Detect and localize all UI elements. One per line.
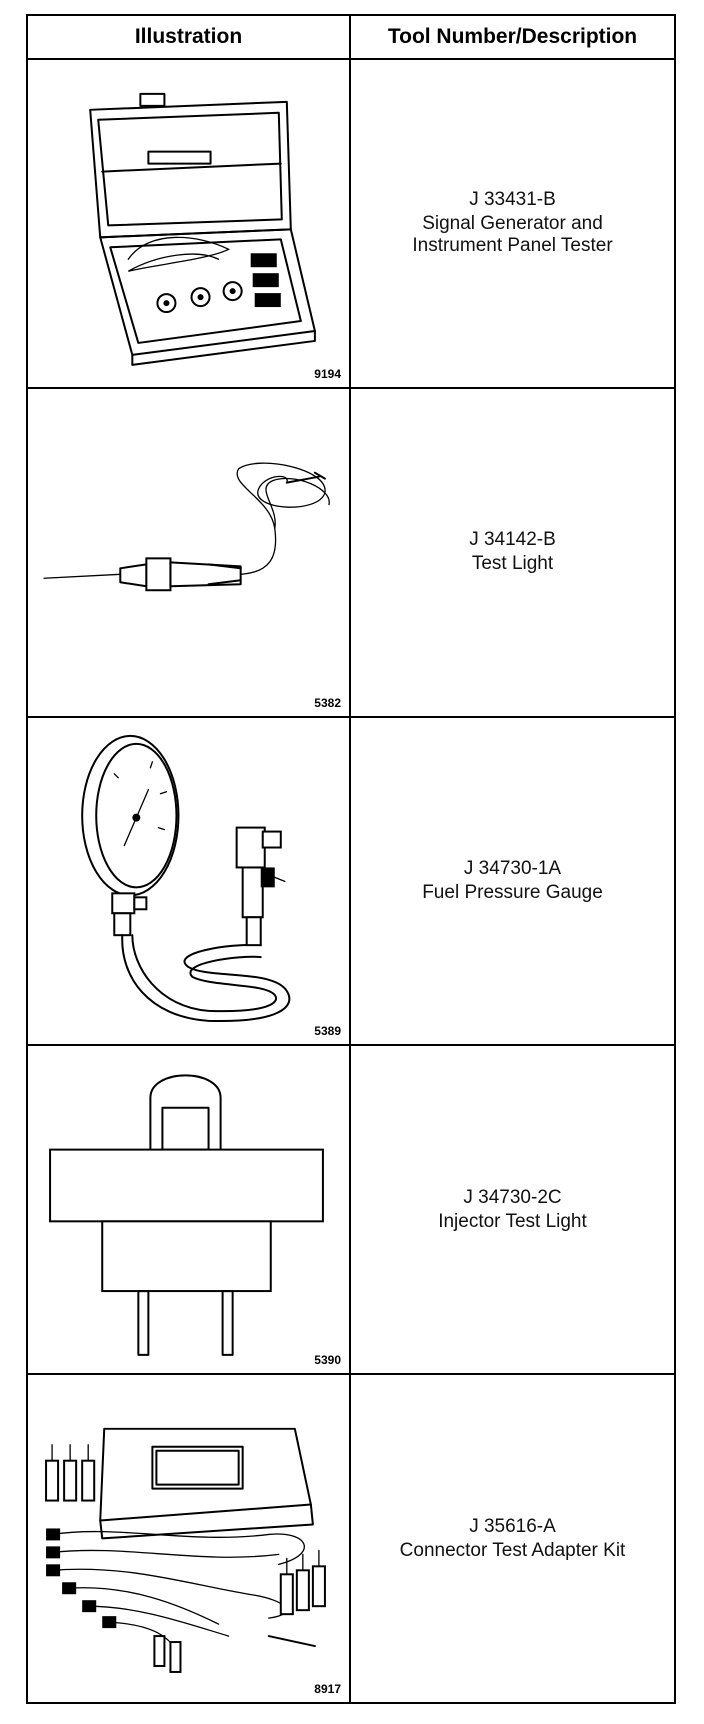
table-row: 8917 J 35616-A Connector Test Adapter Ki…	[26, 1373, 676, 1704]
tool-description: Test Light	[471, 553, 554, 575]
tool-number: J 34730-1A	[463, 858, 562, 879]
table-row: 5382 J 34142-B Test Light	[26, 386, 676, 718]
connector-test-adapter-kit-illustration	[45, 1427, 326, 1674]
table-row: 5390 J 34730-2C Injector Test Light	[26, 1044, 676, 1376]
test-light-illustration	[43, 462, 330, 592]
figure-number: 5389	[314, 1024, 341, 1039]
fuel-pressure-gauge-illustration	[81, 734, 291, 1022]
tool-table: Illustration Tool Number/Description	[26, 13, 676, 1704]
injector-test-light-illustration	[49, 1074, 324, 1357]
illustration-cell: 5390	[26, 1044, 351, 1376]
tool-description: Signal Generator and Instrument Panel Te…	[412, 213, 613, 257]
tool-column-header: Tool Number/Description	[349, 13, 676, 61]
tool-number: J 33431-B	[469, 189, 556, 211]
tool-description-cell: J 35616-A Connector Test Adapter Kit	[349, 1373, 676, 1704]
tool-description-cell: J 34730-1A Fuel Pressure Gauge	[349, 715, 676, 1047]
table-header-row: Illustration Tool Number/Description	[26, 13, 676, 61]
tool-description-cell: J 33431-B Signal Generator and Instrumen…	[349, 58, 676, 389]
table-row: 9194 J 33431-B Signal Generator and Inst…	[26, 58, 676, 389]
figure-number: 8917	[314, 1682, 341, 1696]
figure-number: 5382	[314, 695, 341, 710]
signal-generator-case-illustration	[89, 92, 316, 366]
illustration-cell: 5389	[26, 715, 351, 1047]
tool-description-cell: J 34730-2C Injector Test Light	[349, 1044, 676, 1376]
illustration-cell: 8917	[26, 1373, 351, 1704]
tool-description: Fuel Pressure Gauge	[422, 882, 603, 903]
tool-number: J 35616-A	[469, 1515, 556, 1537]
tool-description: Injector Test Light	[438, 1210, 587, 1232]
figure-number: 9194	[314, 366, 341, 381]
tool-description-cell: J 34142-B Test Light	[349, 386, 676, 718]
tool-number: J 34730-2C	[463, 1186, 562, 1208]
table-row: 5389 J 34730-1A Fuel Pressure Gauge	[26, 715, 676, 1047]
tool-number: J 34142-B	[469, 529, 556, 551]
figure-number: 5390	[314, 1353, 341, 1368]
tool-description: Connector Test Adapter Kit	[399, 1539, 626, 1561]
illustration-cell: 5382	[26, 386, 351, 718]
illustration-cell: 9194	[26, 58, 351, 389]
illustration-column-header: Illustration	[26, 13, 351, 61]
